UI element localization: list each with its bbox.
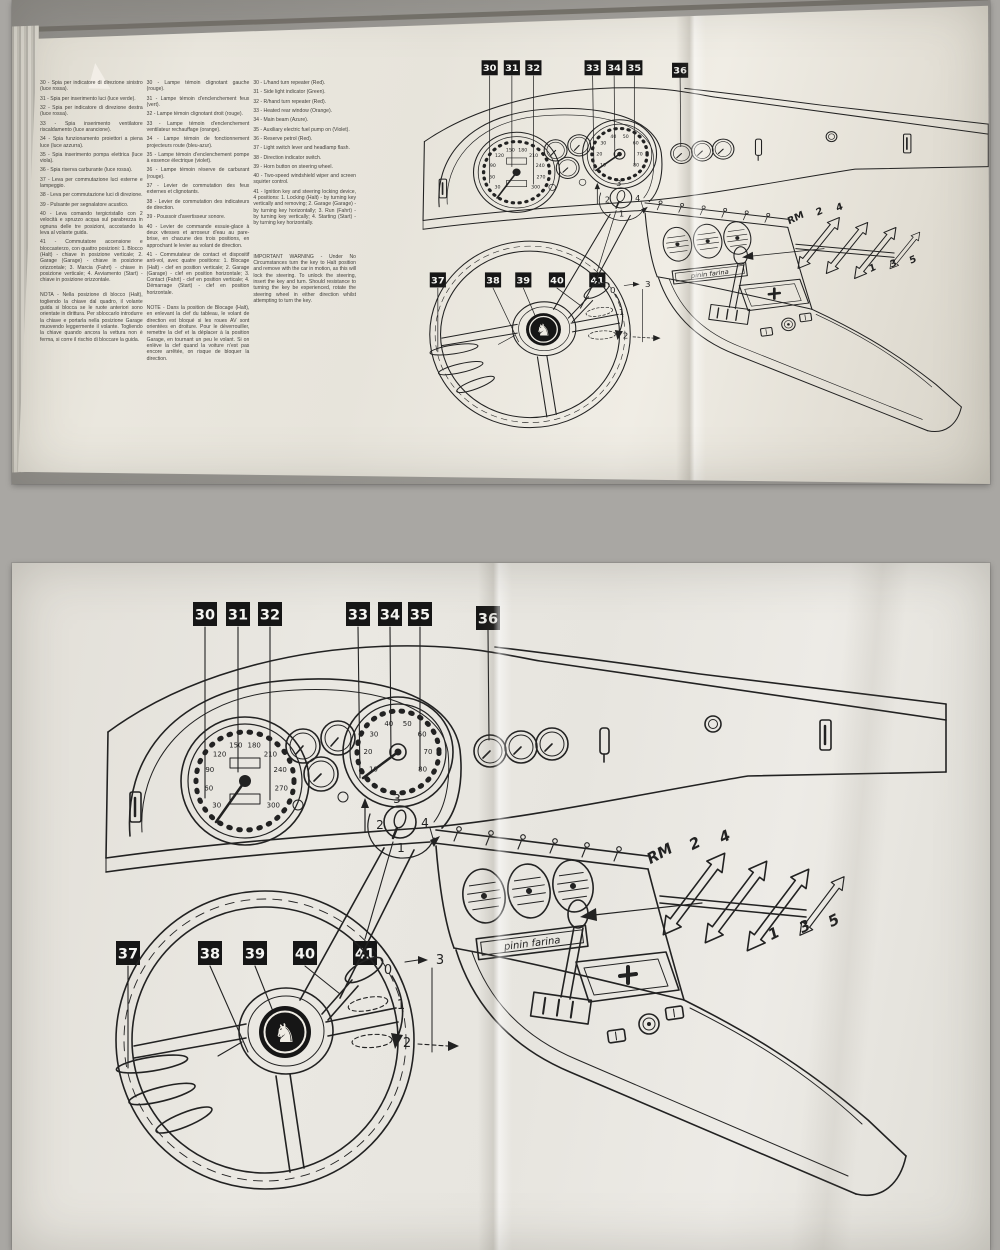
list-item: 31 - Side light indicator (Green).	[253, 89, 326, 96]
list-item: 41 - Ignition key and steering locking d…	[253, 188, 357, 227]
column-italian: 30 - Spia per indicatore di direzione si…	[40, 80, 143, 425]
list-item: 38 - Levier de commutation des indicateu…	[146, 198, 250, 211]
column-french: 30 - Lampe témoin clignotant gauche (rou…	[147, 80, 250, 425]
list-item: 31 - Spia per inserimento luci (luce ver…	[40, 95, 136, 102]
list-item: 37 - Levier de commutation des feux exte…	[146, 183, 250, 196]
dashboard-diagram-large	[100, 600, 950, 1220]
list-item: 32 - Lampe témoin clignotant droit (roug…	[146, 111, 243, 118]
list-item: 32 - R/hand turn repeater (Red).	[253, 98, 327, 105]
list-item: 38 - Direction indicator switch.	[253, 154, 322, 161]
list-item: 30 - Spia per indicatore di direzione si…	[40, 80, 143, 93]
important-warning: IMPORTANT WARNING - Under No Circumstanc…	[253, 253, 357, 304]
list-item: 33 - Lampe témoin d'enclenchement ventil…	[146, 120, 250, 133]
list-item: 40 - Levier de commande essuie-glace à d…	[146, 223, 250, 249]
list-item: 30 - Lampe témoin clignotant gauche (rou…	[146, 80, 250, 93]
dashboard-diagram-small	[419, 59, 991, 447]
list-item: 39 - Poussoir d'avertisseur sonore.	[146, 214, 226, 221]
photo-booklet-spread: 30 - Spia per indicatore di direzione si…	[12, 0, 990, 484]
list-item: 31 - Lampe témoin d'enclenchement feux (…	[146, 95, 250, 108]
instruction-columns: 30 - Spia per indicatore di direzione si…	[40, 80, 356, 425]
list-item: 35 - Spia inserimento pompa elettrica (l…	[40, 151, 143, 165]
list-item: 39 - Horn button on steering wheel.	[253, 163, 333, 170]
note-french: NOTE - Dans la position de Blocage (Halt…	[146, 305, 250, 362]
list-item: 41 - Commutatore accensione e bloccaster…	[40, 239, 143, 284]
list-item: 32 - Spia per indicatore di direzione de…	[40, 104, 143, 118]
list-item: 37 - Leva per commutazione luci esterne …	[40, 176, 143, 190]
column-english: 30 - L/hand turn repeater (Red). 31 - Si…	[253, 80, 356, 425]
list-item: 33 - Spia inserimento ventilatore riscal…	[40, 120, 143, 133]
list-item: 34 - Lampe témoin de fonctionnement proj…	[146, 136, 250, 149]
list-item: 30 - L/hand turn repeater (Red).	[253, 80, 326, 86]
list-item: 37 - Light switch lever and headlamp fla…	[253, 145, 350, 152]
list-item: 40 - Leva comando tergicristallo con 2 v…	[40, 211, 143, 236]
note-italian: NOTA - Nella posizione di blocco (Halt),…	[40, 292, 143, 343]
list-item: 35 - Auxiliary electric fuel pump on (Vi…	[253, 126, 350, 133]
list-item: 41 - Commutateur de contact et dispositi…	[146, 251, 250, 296]
list-item: 40 - Two-speed windshield wiper and scre…	[253, 173, 357, 186]
photo-diagram-closeup	[12, 563, 990, 1250]
list-item: 38 - Leva per commutazione luci di direz…	[40, 192, 143, 199]
list-item: 34 - Main beam (Azure).	[253, 117, 309, 124]
booklet-paper: 30 - Spia per indicatore di direzione si…	[17, 5, 991, 484]
list-item: 33 - Heated rear window (Orange).	[253, 107, 333, 114]
list-item: 39 - Pulsante per segnalatore acustico.	[40, 201, 129, 208]
list-item: 36 - Reserve petrol (Red).	[253, 135, 313, 142]
list-item: 34 - Spia funzionamento proiettori a pie…	[40, 136, 143, 149]
list-item: 35 - Lampe témoin d'enclenchement pompe …	[146, 151, 250, 165]
list-item: 36 - Lampe témoin réserve de carburant (…	[146, 167, 250, 180]
list-item: 36 - Spia riserva carburante (luce rossa…	[40, 167, 133, 174]
